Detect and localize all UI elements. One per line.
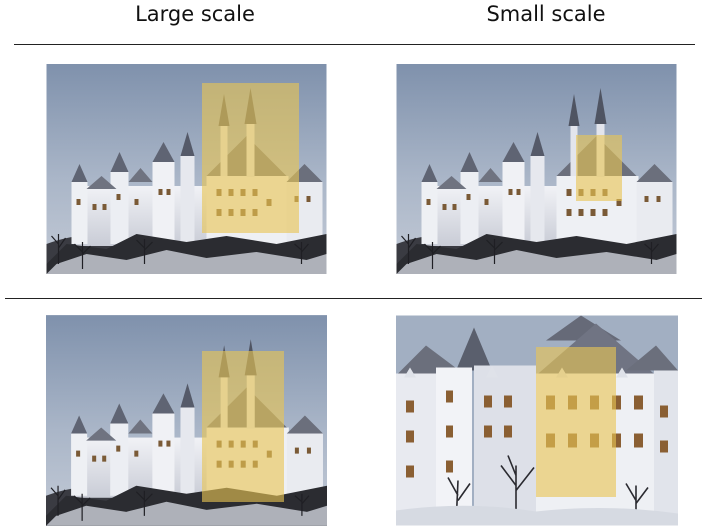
highlight-box: [576, 135, 622, 201]
large-scale-header: Large scale: [135, 2, 255, 26]
highlight-box: [536, 347, 616, 497]
image-small-scale-top: [396, 64, 677, 274]
image-large-scale-bottom: [46, 315, 327, 526]
highlight-box: [202, 83, 299, 233]
small-scale-header: Small scale: [486, 2, 606, 26]
top-divider: [14, 44, 695, 45]
highlight-box: [202, 351, 284, 502]
image-small-scale-bottom: [396, 315, 678, 526]
image-large-scale-top: [46, 64, 327, 274]
middle-divider: [5, 298, 702, 299]
